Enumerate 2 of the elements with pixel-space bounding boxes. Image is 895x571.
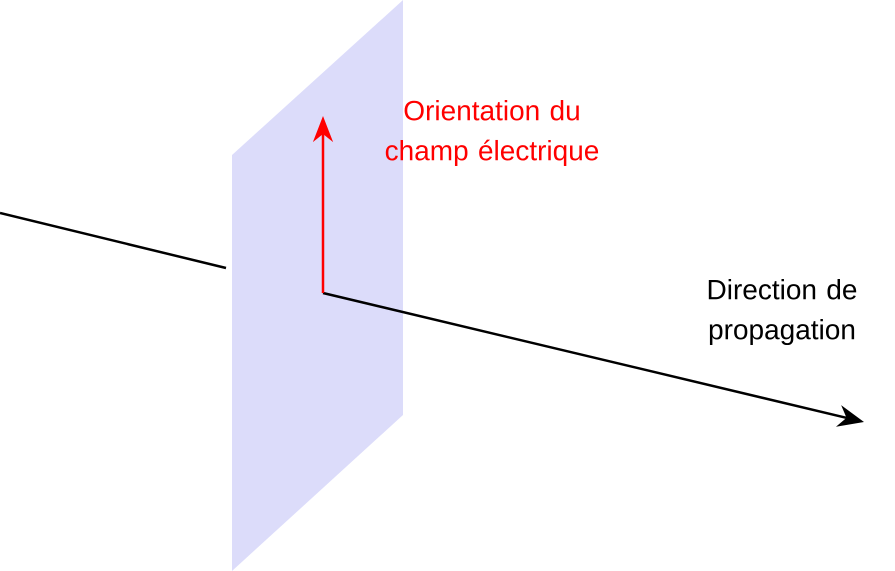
label-text: Orientation du champ électrique: [386, 100, 598, 166]
label-text: Direction de propagation: [708, 278, 856, 346]
